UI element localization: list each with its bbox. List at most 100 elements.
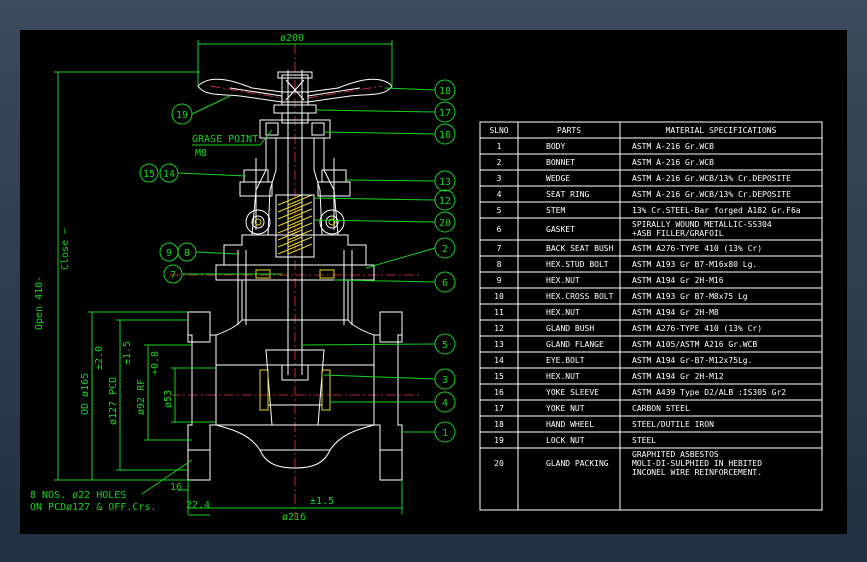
- table-row: 8 HEX.STUD BOLT ASTM A193 Gr B7-M16x80 Lg.: [497, 260, 758, 269]
- cell-part: HEX.STUD BOLT: [546, 260, 609, 269]
- cell-material: ASTM A194 Gr 2H-M8: [632, 308, 719, 317]
- drawing-canvas: ø200 ø216 ±1.5 16 22.4 Open 410- Close ~…: [20, 30, 847, 534]
- cell-part: STEM: [546, 206, 565, 215]
- parts-table: SLNO PARTS MATERIAL SPECIFICATIONS 1 BODY AST…: [479, 121, 823, 511]
- cell-slno: 2: [497, 158, 502, 167]
- label-grase-point: GRASE POINT: [192, 134, 258, 145]
- dim-pcd-tol: ±1.5: [122, 341, 133, 365]
- cell-slno: 7: [497, 244, 502, 253]
- cell-part: WEDGE: [546, 174, 570, 183]
- cell-material: ASTM A-216 Gr.WCB: [632, 158, 714, 167]
- balloon-2: [434, 237, 456, 259]
- centerlines: [170, 44, 420, 520]
- cell-material: STEEL/DUTILE IRON: [632, 420, 714, 429]
- cell-material: ASTM A105/ASTM A216 Gr.WCB: [632, 340, 757, 349]
- balloon-19: [171, 103, 193, 125]
- svg-text:5: 5: [442, 340, 448, 351]
- dim-224: 22.4: [186, 500, 210, 511]
- svg-text:19: 19: [176, 110, 188, 121]
- dim-bore: ø53: [163, 390, 174, 408]
- svg-text:16: 16: [439, 130, 451, 141]
- cell-material: SPIRALLY WOUND METALLIC-SS304: [632, 220, 772, 229]
- cell-slno: 1: [497, 142, 502, 151]
- cell-slno: 20: [494, 459, 504, 468]
- cell-material: ASTM A194 Gr 2H-M16: [632, 276, 724, 285]
- svg-text:7: 7: [170, 270, 176, 281]
- cell-part: HEX.NUT: [546, 308, 580, 317]
- cell-slno: 12: [494, 324, 504, 333]
- cell-material: ASTM A276-TYPE 410 (13% Cr): [632, 324, 762, 333]
- table-row: 18 HAND WHEEL STEEL/DUTILE IRON: [494, 420, 714, 429]
- svg-text:4: 4: [442, 398, 448, 409]
- dim-bottom-width: ø216: [282, 512, 306, 523]
- cell-material: MATERIAL SPECIFICATIONS: [666, 126, 777, 135]
- svg-text:18: 18: [439, 86, 451, 97]
- cell-slno: 6: [497, 225, 502, 234]
- svg-text:6: 6: [442, 278, 448, 289]
- balloon-18: [434, 79, 456, 101]
- dim-bottom-tol: ±1.5: [310, 496, 334, 507]
- cell-material: ASTM A-216 Gr.WCB/13% Cr.DEPOSITE: [632, 174, 791, 183]
- cell-slno: 9: [497, 276, 502, 285]
- cell-material: +ASB FILLER/GRAFOIL: [632, 229, 724, 238]
- cell-material: ASTM A-216 Gr.WCB/13% Cr.DEPOSITE: [632, 190, 791, 199]
- cell-material: ASTM A439 Type D2/ALB :IS305 Gr2: [632, 388, 786, 397]
- balloons: 18 17 16 19 15 14 13 12 20 9 8: [139, 79, 456, 443]
- table-row: 2 BONNET ASTM A-216 Gr.WCB: [497, 158, 714, 167]
- svg-text:8: 8: [184, 248, 190, 259]
- dim-od: OD ø165: [80, 373, 91, 415]
- cell-slno: 11: [494, 308, 504, 317]
- balloon-4: [434, 391, 456, 413]
- cell-part: HEX.NUT: [546, 276, 580, 285]
- cell-part: HAND WHEEL: [546, 420, 594, 429]
- gate-valve-drawing: ø200 ø216 ±1.5 16 22.4 Open 410- Close ~…: [30, 33, 823, 523]
- svg-text:3: 3: [442, 375, 448, 386]
- cell-slno: 18: [494, 420, 504, 429]
- label-holes-1: 8 NOS. ø22 HOLES: [30, 490, 126, 501]
- svg-text:9: 9: [166, 248, 172, 259]
- svg-text:14: 14: [163, 169, 175, 180]
- cell-part: BODY: [546, 142, 565, 151]
- cell-slno: 5: [497, 206, 502, 215]
- table-header: SLNO PARTS MATERIAL SPECIFICATIONS: [489, 126, 776, 135]
- cell-part: YOKE SLEEVE: [546, 388, 599, 397]
- cell-part: GLAND BUSH: [546, 324, 594, 333]
- balloon-12: [434, 189, 456, 211]
- svg-text:1: 1: [442, 428, 448, 439]
- label-holes-2: ON PCDø127 & OFF.Crs.: [30, 502, 156, 513]
- cell-slno: 8: [497, 260, 502, 269]
- dim-rf-tol: +0.8: [150, 351, 161, 375]
- cell-material: ASTM A194 Gr-B7-M12x75Lg.: [632, 356, 752, 365]
- balloon-17: [434, 101, 456, 123]
- cell-part: BONNET: [546, 158, 575, 167]
- cell-part: GLAND PACKING: [546, 459, 609, 468]
- svg-text:20: 20: [439, 218, 451, 229]
- cell-part: YOKE NUT: [546, 404, 585, 413]
- dim-od-tol: ±2.0: [94, 346, 105, 370]
- cell-part: PARTS: [557, 126, 581, 135]
- cell-part: HEX.NUT: [546, 372, 580, 381]
- cell-slno: 13: [494, 340, 504, 349]
- cell-slno: 17: [494, 404, 504, 413]
- cell-slno: SLNO: [489, 126, 508, 135]
- table-row: 12 GLAND BUSH ASTM A276-TYPE 410 (13% Cr): [494, 324, 762, 333]
- label-m8: M8: [195, 148, 207, 159]
- balloon-15: [139, 163, 159, 183]
- cell-slno: 19: [494, 436, 504, 445]
- cell-material: ASTM A193 Gr B7-M16x80 Lg.: [632, 260, 757, 269]
- dim-rf: ø92 RF: [136, 379, 147, 415]
- balloon-3: [434, 368, 456, 390]
- dim-close: Close ~: [60, 228, 71, 270]
- svg-text:12: 12: [439, 196, 451, 207]
- svg-text:17: 17: [439, 108, 451, 119]
- cell-material: GRAPHITED ASBESTOS: [632, 450, 719, 459]
- balloon-20: [434, 211, 456, 233]
